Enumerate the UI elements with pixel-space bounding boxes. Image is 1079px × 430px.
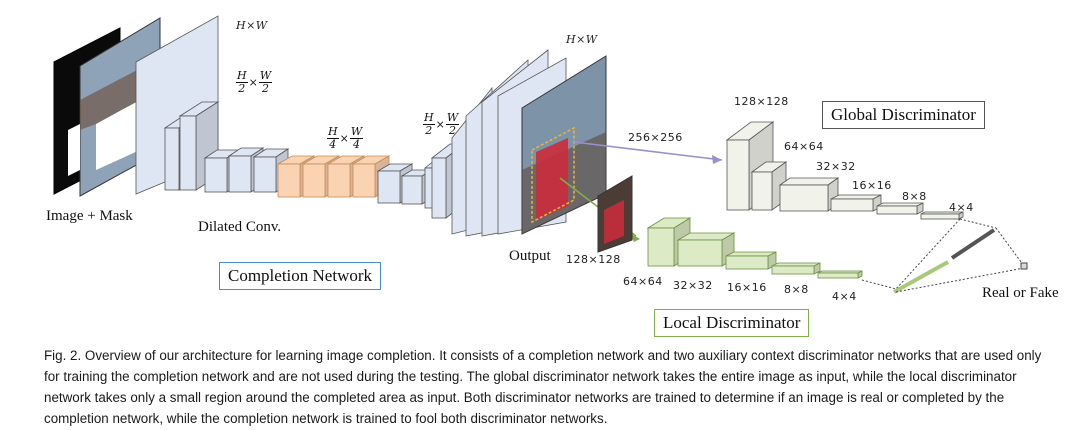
output-node (1020, 262, 1028, 270)
global-size-label: 32×32 (816, 160, 856, 173)
conv-layer-front (401, 175, 423, 205)
input-image-hole (96, 100, 140, 170)
fc-connector (959, 218, 997, 229)
conv-layer-front (164, 127, 180, 191)
global-discriminator-title: Global Discriminator (822, 101, 985, 129)
dilated-conv-layer-front (277, 163, 301, 198)
global-input-size-label: 256×256 (628, 131, 683, 144)
frac-num: W (349, 125, 364, 139)
local-size-label: 64×64 (623, 275, 663, 288)
local-size-label: 32×32 (673, 279, 713, 292)
conv-layer-front (377, 170, 401, 204)
global-size-label: 128×128 (734, 95, 789, 108)
dim-hw-input: H×W (236, 19, 268, 32)
global-size-label: 64×64 (784, 140, 824, 153)
frac-num: H (327, 125, 339, 139)
conv-layer-front (204, 157, 228, 193)
local-disc-layer-top (771, 262, 821, 267)
dim-hw-output: H×W (566, 33, 598, 46)
global-arrowhead (712, 155, 722, 164)
frac-den: 4 (329, 138, 337, 151)
fc-connector (861, 279, 897, 290)
input-label: Image + Mask (46, 208, 133, 224)
frac-num: H (236, 69, 248, 83)
global-size-label: 8×8 (902, 190, 927, 203)
conv-layer-front (179, 115, 197, 191)
dilated-conv-layer-front (302, 163, 326, 198)
global-disc-layer-front (779, 184, 829, 212)
output-image-person (536, 138, 568, 220)
local-disc-layer-front (771, 265, 815, 275)
local-disc-layer-front (647, 227, 675, 267)
frac-den: 2 (448, 124, 456, 137)
frac-times: × (339, 132, 349, 145)
local-size-label: 8×8 (784, 283, 809, 296)
local-fc-vector (893, 260, 949, 294)
global-disc-layer-front (751, 171, 773, 211)
frac-times: × (435, 118, 445, 131)
deconv-layer-front (431, 157, 447, 219)
global-disc-layer-front (726, 139, 750, 211)
frac-den: 2 (425, 124, 433, 137)
output-connector (895, 267, 1025, 293)
global-size-label: 16×16 (852, 179, 892, 192)
dilated-conv-label: Dilated Conv. (198, 219, 282, 235)
diagram-canvas (53, 15, 1028, 294)
global-fc-vector (950, 228, 996, 260)
frac-den: 2 (238, 82, 246, 95)
output-connector (995, 227, 1025, 267)
local-input-size-label: 128×128 (566, 253, 621, 266)
dilated-conv-layer-front (327, 163, 351, 198)
frac-num: W (258, 69, 273, 83)
real-or-fake-label: Real or Fake (982, 285, 1059, 301)
global-disc-layer-top (876, 202, 924, 207)
local-discriminator-title: Local Discriminator (654, 309, 810, 337)
completion-network-title: Completion Network (219, 262, 382, 290)
global-size-label: 4×4 (949, 201, 974, 214)
frac-num: W (445, 111, 460, 125)
frac-times: × (248, 76, 258, 89)
completed-region (531, 126, 575, 224)
local-crop-person (604, 200, 624, 244)
conv-layer-front (228, 155, 252, 193)
fc-connector (895, 218, 961, 290)
frac-num: H (423, 111, 435, 125)
global-disc-layer-front (876, 205, 918, 215)
global-disc-layer-front (920, 213, 960, 220)
local-disc-layer-front (817, 272, 859, 279)
mask-hole (68, 124, 80, 176)
global-input-arrow (573, 141, 723, 161)
conv-layer-front (253, 156, 277, 193)
frac-den: 4 (352, 138, 360, 151)
frac-den: 2 (261, 82, 269, 95)
global-disc-layer-front (830, 198, 874, 212)
output-label: Output (509, 248, 551, 264)
local-size-label: 16×16 (727, 281, 767, 294)
dilated-conv-layer-front (352, 163, 376, 198)
figure-caption: Fig. 2. Overview of our architecture for… (44, 348, 1042, 426)
local-disc-layer-front (677, 239, 723, 267)
local-size-label: 4×4 (832, 290, 857, 303)
local-disc-layer-front (725, 255, 769, 270)
